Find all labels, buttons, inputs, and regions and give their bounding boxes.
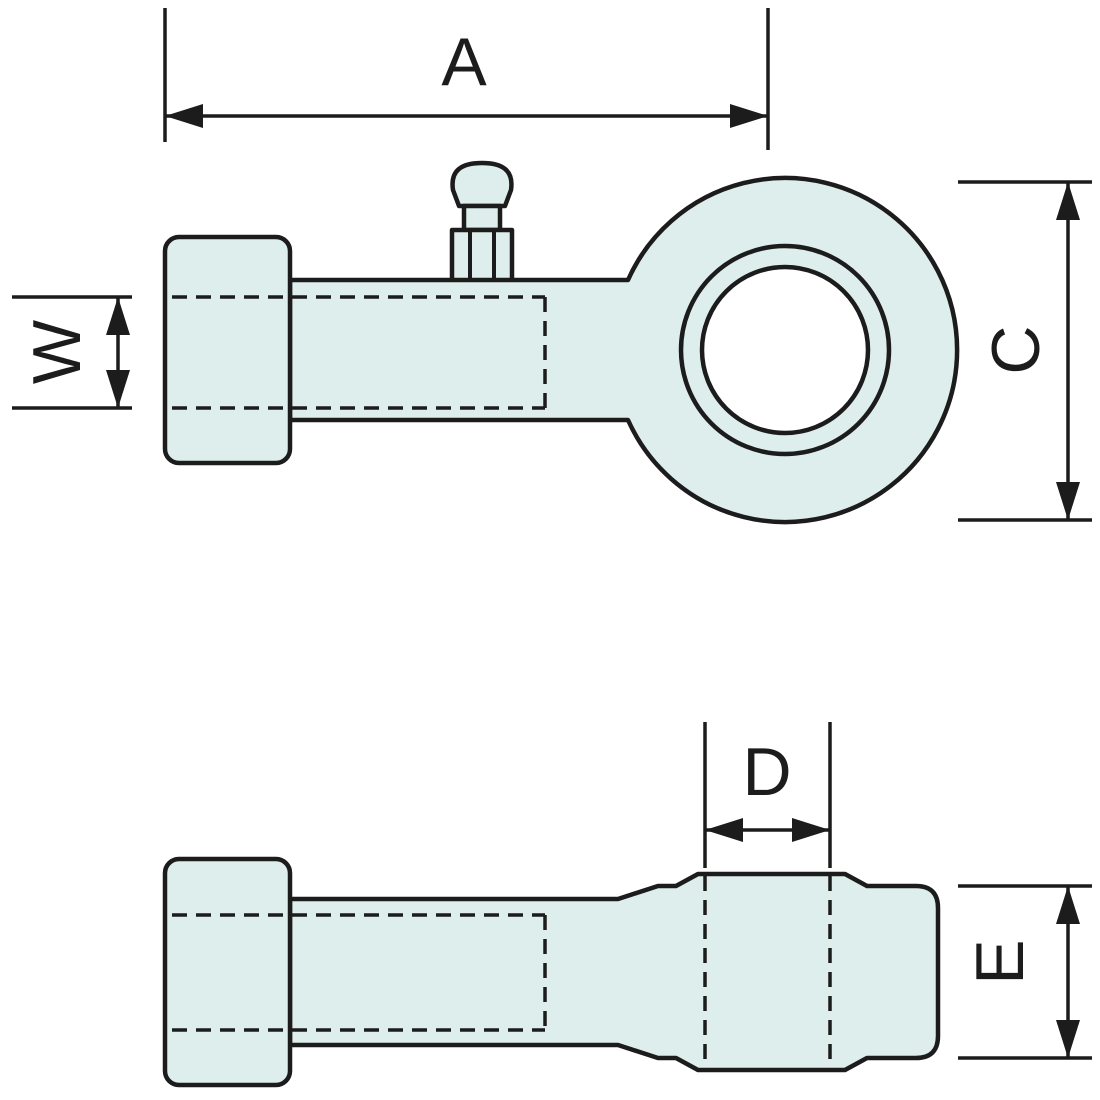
hidden-thread-lines-plan <box>172 913 547 1032</box>
grease-fitting-neck <box>461 203 503 233</box>
shank <box>162 234 293 466</box>
dimension-c-label: C <box>978 325 1054 374</box>
dimension-d-label: D <box>742 734 791 810</box>
plan-view: D E <box>162 722 1092 1088</box>
dimension-a: A <box>163 8 770 150</box>
shank-plan <box>162 856 293 1088</box>
rod-end-body-plan <box>287 871 941 1073</box>
dimension-a-label: A <box>441 24 487 100</box>
dimension-d: D <box>703 722 832 868</box>
eye-bore <box>699 264 871 436</box>
side-view: A W C <box>12 8 1092 525</box>
hidden-thread-lines <box>172 295 547 410</box>
hidden-ball-lines <box>703 876 832 1068</box>
dimension-e-label: E <box>962 939 1038 984</box>
grease-fitting-base <box>449 227 515 285</box>
dimension-c: C <box>958 180 1092 522</box>
dimension-w: W <box>12 295 132 410</box>
dimension-w-label: W <box>19 320 95 384</box>
grease-fitting <box>449 160 515 285</box>
grease-fitting-cap <box>450 160 514 209</box>
dimension-e: E <box>958 884 1092 1060</box>
